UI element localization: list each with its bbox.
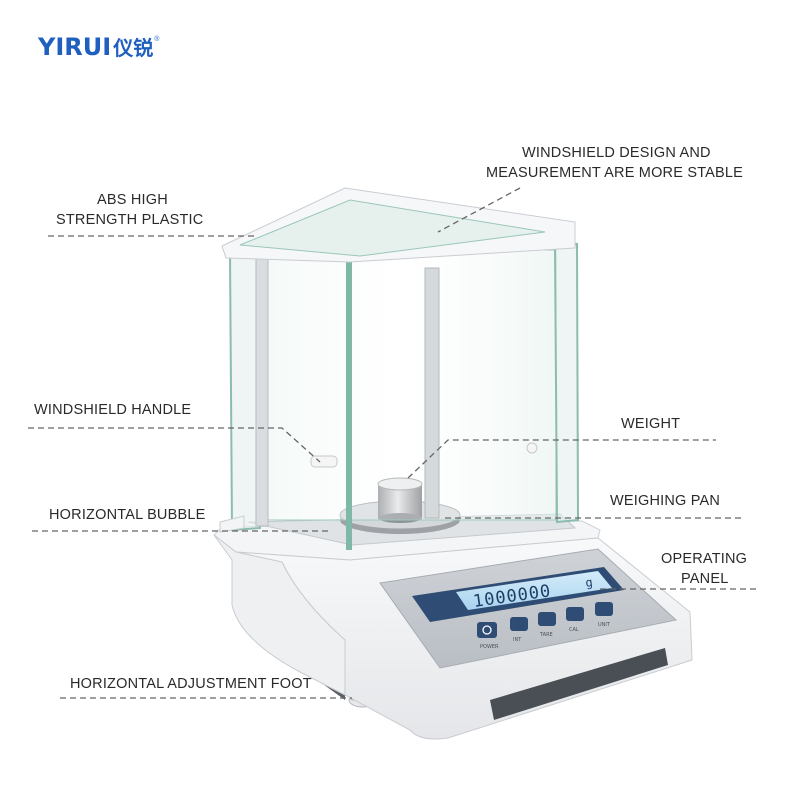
windshield-handle-right[interactable]: [526, 442, 538, 454]
callout-adjustment-foot: HORIZONTAL ADJUSTMENT FOOT: [70, 676, 312, 692]
leader-lines: [28, 187, 760, 699]
unit-key-label: UNIT: [598, 622, 611, 628]
callout-abs-line2: STRENGTH PLASTIC: [56, 212, 204, 228]
callout-windshield-handle: WINDSHIELD HANDLE: [34, 402, 192, 418]
brand-logo: YIRUI 仪锐 ®: [38, 32, 159, 61]
leader-windshield-handle: [28, 427, 321, 463]
registered-mark: ®: [154, 36, 160, 43]
callout-abs-line1: ABS HIGH: [97, 192, 168, 208]
int-key-label: INT: [513, 637, 522, 643]
windshield: [219, 187, 580, 550]
callout-horizontal-bubble: HORIZONTAL BUBBLE: [49, 507, 206, 523]
callout-weighing-pan: WEIGHING PAN: [610, 493, 721, 509]
keypad: [477, 602, 613, 638]
brand-name-chinese: 仪锐: [113, 36, 154, 60]
leader-weight: [407, 439, 716, 479]
power-key-label: POWER: [480, 644, 499, 650]
callout-weight: WEIGHT: [621, 416, 681, 432]
tare-key-label: TARE: [539, 632, 553, 638]
callout-windshield-design-line2: MEASUREMENT ARE MORE STABLE: [486, 165, 744, 181]
cal-key-label: CAL: [569, 627, 579, 633]
tare-key[interactable]: [538, 612, 556, 626]
brand-name-latin: YIRUI: [38, 32, 112, 61]
power-key[interactable]: [477, 622, 497, 638]
callout-operating-panel-line2: PANEL: [681, 571, 729, 587]
int-key[interactable]: [510, 617, 528, 631]
callout-windshield-design-line1: WINDSHIELD DESIGN AND: [522, 145, 711, 161]
lcd-unit: g: [584, 575, 593, 590]
leader-windshield-design: [437, 187, 521, 233]
windshield-handle-left[interactable]: [310, 455, 338, 468]
cal-key[interactable]: [566, 607, 584, 621]
unit-key[interactable]: [595, 602, 613, 616]
callout-operating-panel-line1: OPERATING: [661, 551, 748, 567]
balance-base: [213, 520, 693, 740]
